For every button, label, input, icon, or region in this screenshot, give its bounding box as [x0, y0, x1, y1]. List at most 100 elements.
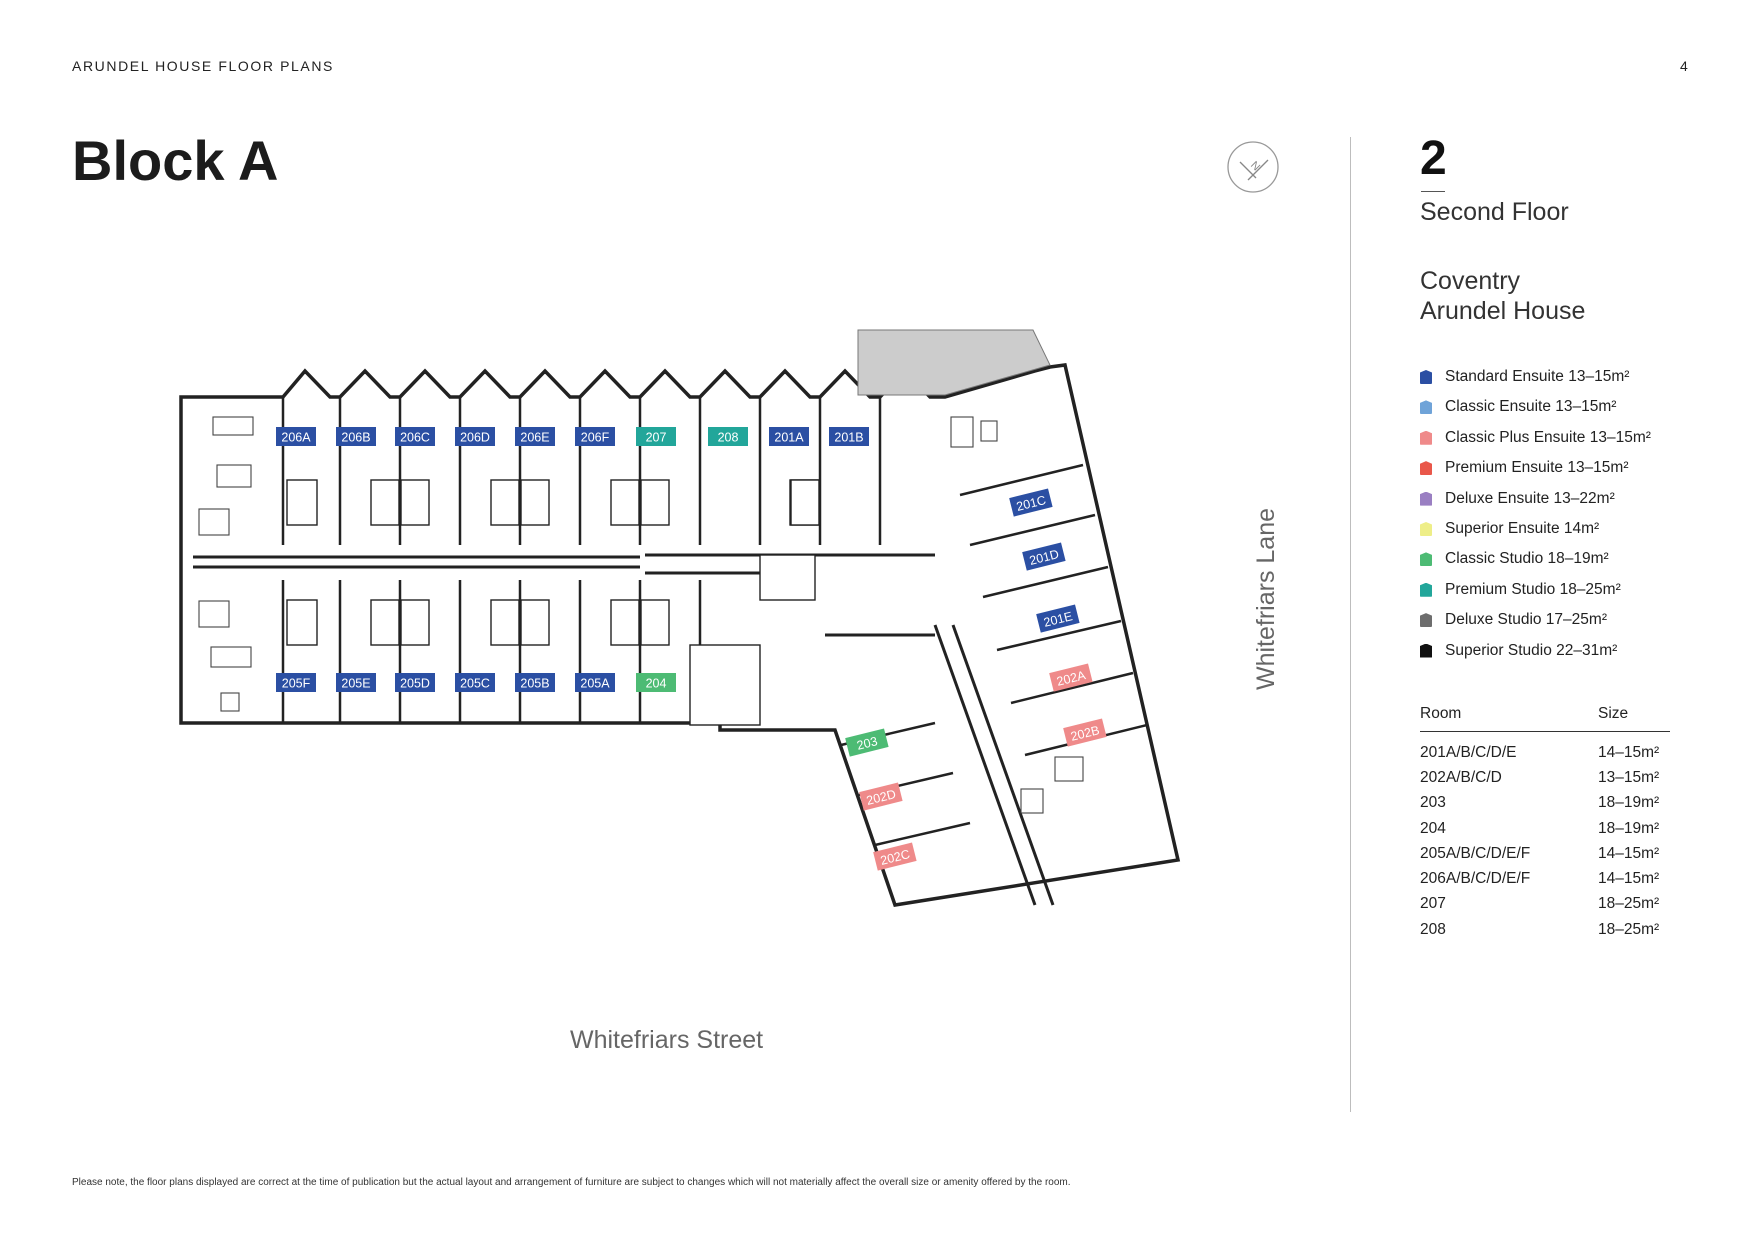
legend-item: Classic Ensuite 13–15m² — [1420, 398, 1651, 428]
room-label-text: 204 — [646, 677, 667, 691]
room-cell: 208 — [1420, 920, 1446, 938]
plan-terrace — [857, 329, 1051, 396]
street-label-right: Whitefriars Lane — [1252, 507, 1280, 690]
room-label-206c: 206C — [395, 427, 435, 446]
legend-label: Standard Ensuite 13–15m² — [1445, 368, 1630, 385]
legend-swatch-icon — [1420, 521, 1432, 536]
vertical-divider — [1350, 137, 1351, 1112]
room-label-background — [708, 427, 748, 446]
legend-item: Classic Plus Ensuite 13–15m² — [1420, 429, 1651, 459]
size-cell: 18–25m² — [1598, 895, 1660, 913]
room-label-background — [395, 427, 435, 446]
legend-swatch-icon — [1420, 582, 1432, 597]
floor-number: 2 — [1420, 132, 1447, 185]
table-row: 204 18–19m² — [1420, 816, 1670, 841]
legend-swatch-icon — [1420, 491, 1432, 506]
room-label-background — [636, 673, 676, 692]
room-label-background — [1022, 542, 1066, 571]
legend-item: Classic Studio 18–19m² — [1420, 550, 1651, 580]
room-label-background — [336, 427, 376, 446]
plan-furniture — [198, 416, 1084, 814]
size-cell: 14–15m² — [1598, 743, 1660, 761]
room-label-202b: 202B — [1063, 718, 1107, 747]
north-compass-icon: N — [1227, 141, 1279, 193]
room-label-206e: 206E — [515, 427, 555, 446]
room-label-text: 206F — [581, 431, 610, 445]
size-cell: 18–19m² — [1598, 819, 1660, 837]
legend-swatch-icon — [1420, 461, 1432, 476]
legend-item: Deluxe Studio 17–25m² — [1420, 611, 1651, 641]
room-cell: 203 — [1420, 794, 1446, 812]
room-label-background — [829, 427, 869, 446]
legend-label: Classic Plus Ensuite 13–15m² — [1445, 428, 1651, 446]
room-cell: 204 — [1420, 819, 1446, 837]
room-label-text: 205C — [460, 677, 490, 691]
room-label-background — [276, 427, 316, 446]
room-label-background — [515, 673, 555, 692]
legend-label: Superior Ensuite 14m² — [1445, 519, 1600, 537]
disclaimer-note: Please note, the floor plans displayed a… — [72, 1177, 1071, 1188]
room-cell: 202A/B/C/D — [1420, 768, 1502, 786]
room-label-background — [1036, 604, 1080, 633]
room-label-text: 206A — [281, 431, 311, 445]
legend-label: Classic Studio 18–19m² — [1445, 550, 1609, 568]
room-label-205f: 205F — [276, 673, 316, 692]
page-number: 4 — [1680, 58, 1688, 74]
room-label-background — [873, 842, 917, 871]
room-label-background — [1009, 488, 1053, 517]
room-label-text: 206B — [341, 431, 370, 445]
legend-item: Standard Ensuite 13–15m² — [1420, 368, 1651, 398]
room-label-background — [276, 673, 316, 692]
floor-number-underline — [1421, 191, 1445, 192]
room-label-205e: 205E — [336, 673, 376, 692]
legend-label: Premium Studio 18–25m² — [1445, 580, 1621, 598]
document-header-title: ARUNDEL HOUSE FLOOR PLANS — [72, 58, 334, 74]
plan-outer-walls — [179, 363, 1181, 907]
room-label-background — [575, 427, 615, 446]
room-label-background — [769, 427, 809, 446]
size-cell: 18–19m² — [1598, 794, 1660, 812]
room-label-background — [455, 427, 495, 446]
legend-label: Superior Studio 22–31m² — [1445, 641, 1618, 659]
room-cell: 205A/B/C/D/E/F — [1420, 844, 1531, 862]
location-building: Arundel House — [1420, 297, 1586, 325]
room-label-text: 206E — [520, 431, 549, 445]
room-label-201b: 201B — [829, 427, 869, 446]
plan-partition-walls — [281, 397, 1148, 847]
room-label-text: 201B — [834, 431, 863, 445]
room-cell: 206A/B/C/D/E/F — [1420, 870, 1531, 888]
legend-label: Deluxe Ensuite 13–22m² — [1445, 489, 1615, 507]
room-label-202a: 202A — [1049, 663, 1093, 692]
room-label-text: 201E — [1042, 609, 1074, 630]
floor-name: Second Floor — [1420, 198, 1569, 226]
legend-item: Premium Studio 18–25m² — [1420, 581, 1651, 611]
legend-swatch-icon — [1420, 613, 1432, 628]
room-label-text: 205B — [520, 677, 549, 691]
room-label-201e: 201E — [1036, 604, 1080, 633]
room-label-text: 205A — [580, 677, 610, 691]
room-label-text: 208 — [718, 431, 739, 445]
legend-label: Deluxe Studio 17–25m² — [1445, 611, 1607, 629]
svg-text:N: N — [1248, 159, 1262, 173]
room-label-text: 205F — [282, 677, 311, 691]
legend-swatch-icon — [1420, 552, 1432, 567]
room-label-text: 206D — [460, 431, 490, 445]
legend-item: Superior Studio 22–31m² — [1420, 642, 1651, 672]
room-label-text: 207 — [646, 431, 667, 445]
legend-swatch-icon — [1420, 643, 1432, 658]
room-label-208: 208 — [708, 427, 748, 446]
legend-label: Premium Ensuite 13–15m² — [1445, 459, 1629, 477]
room-label-206b: 206B — [336, 427, 376, 446]
legend-item: Superior Ensuite 14m² — [1420, 520, 1651, 550]
table-row: 201A/B/C/D/E 14–15m² — [1420, 732, 1670, 766]
room-label-background — [1049, 663, 1093, 692]
room-label-205b: 205B — [515, 673, 555, 692]
room-cell: 201A/B/C/D/E — [1420, 743, 1517, 761]
